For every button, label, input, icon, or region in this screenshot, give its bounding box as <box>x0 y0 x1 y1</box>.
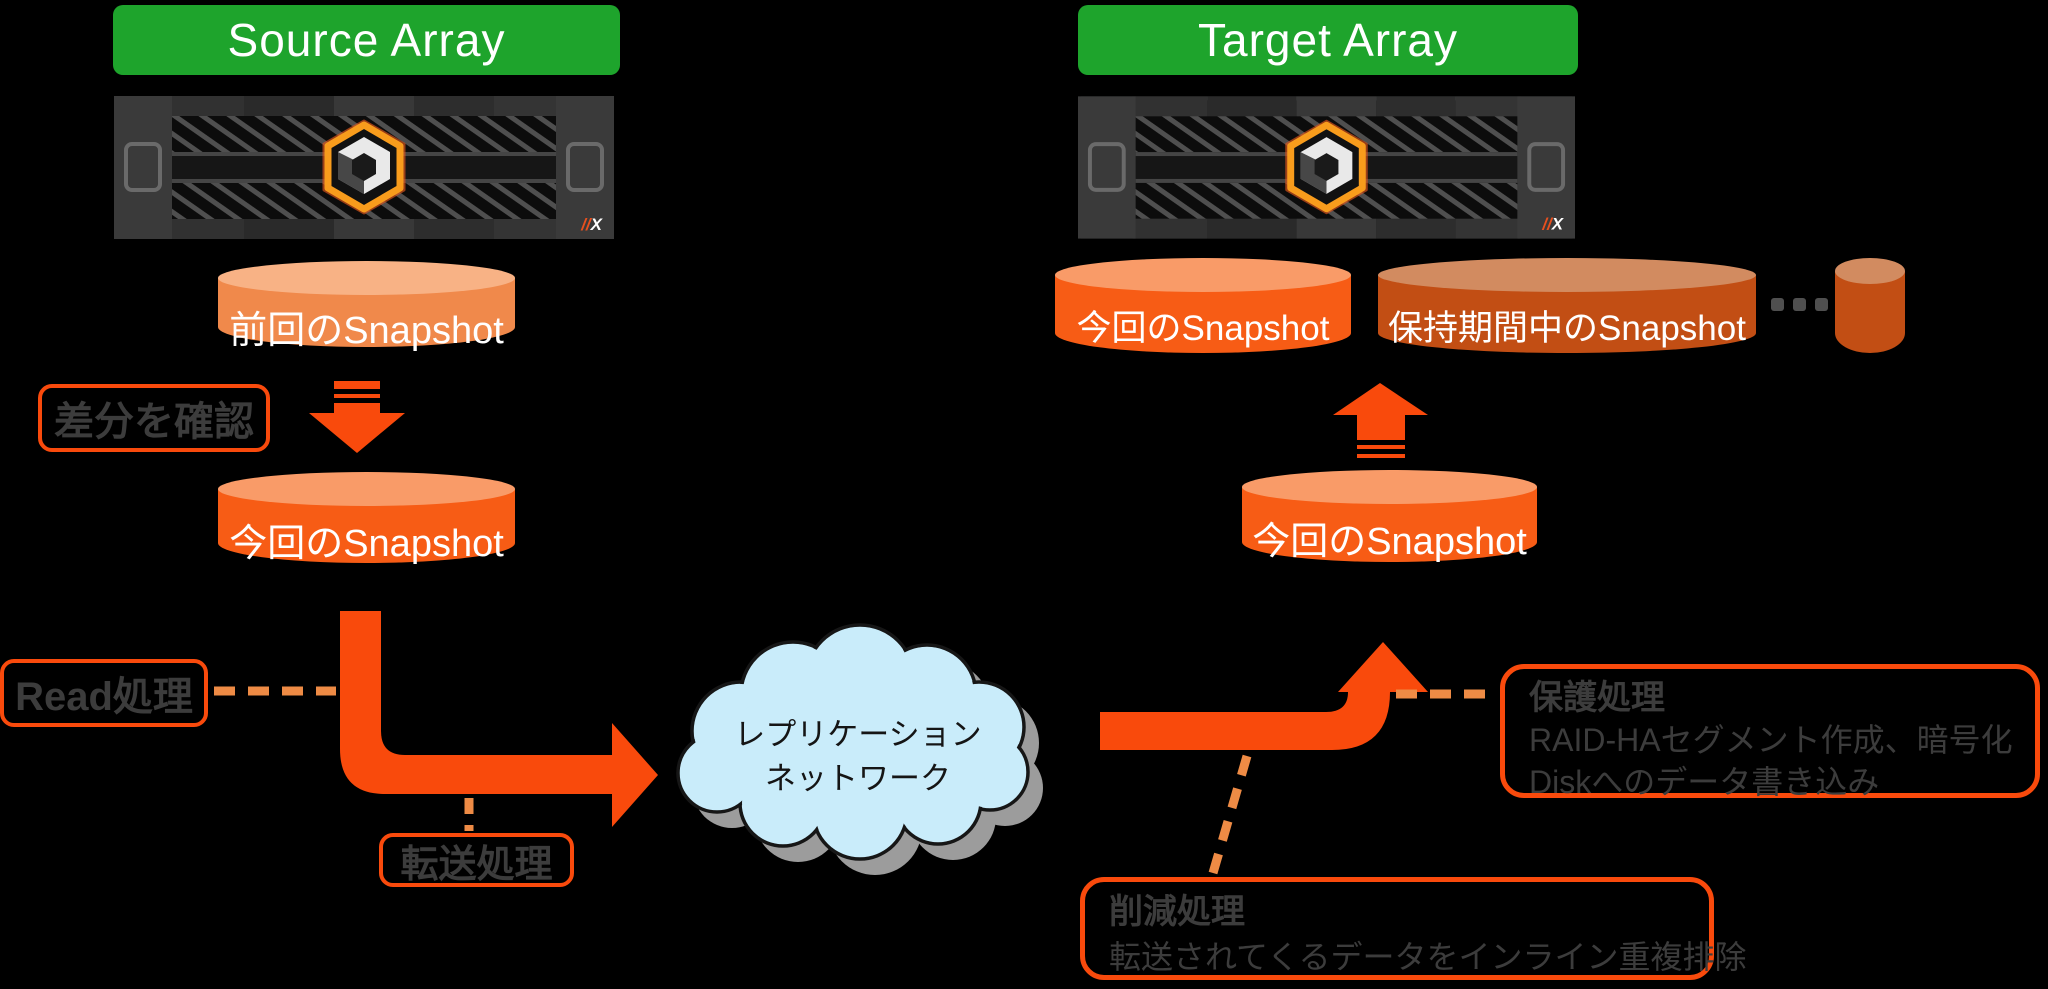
cloud-label-line1: レプリケーション <box>734 717 981 752</box>
cylinder-top <box>218 261 515 295</box>
array-model-label: //X <box>1541 215 1564 234</box>
diff-check-label: 差分を確認 <box>38 384 270 452</box>
reduce-line1: 転送されてくるデータをインライン重複排除 <box>1109 939 1747 975</box>
reduce-title: 削減処理 <box>1109 893 1245 931</box>
more-snapshot-cylinder <box>1835 258 1905 353</box>
target-array-title: Target Array <box>1198 14 1458 66</box>
source-array-header: Source Array <box>113 5 620 75</box>
transfer-label: 転送処理 <box>379 833 574 887</box>
cylinder-top <box>1242 470 1537 504</box>
cylinder-top <box>1055 258 1351 292</box>
receive-bent-arrow <box>1100 642 1428 750</box>
current-snapshot-target-label: 今回のSnapshot <box>1252 521 1527 564</box>
cylinder-top <box>218 472 515 506</box>
current-snapshot-cylinder-source: 今回のSnapshot <box>218 472 515 565</box>
read-label: Read処理 <box>0 659 208 727</box>
protect-line2: Diskへのデータ書き込み <box>1529 764 1880 800</box>
cylinder-body <box>1835 271 1905 353</box>
replication-network-cloud: レプリケーション ネットワーク <box>676 623 1043 875</box>
transfer-text: 転送処理 <box>400 843 553 886</box>
current-snapshot-cylinder-target-top: 今回のSnapshot <box>1055 258 1351 353</box>
target-array-image: //X <box>1078 96 1575 239</box>
target-array-header: Target Array <box>1078 5 1578 75</box>
source-array-image: //X <box>114 96 614 239</box>
diff-check-text: 差分を確認 <box>54 400 254 444</box>
prev-snapshot-cylinder: 前回のSnapshot <box>218 261 515 352</box>
protect-info-box: 保護処理 RAID-HAセグメント作成、暗号化 Diskへのデータ書き込み <box>1500 664 2040 800</box>
reduce-info-box: 削減処理 転送されてくるデータをインライン重複排除 <box>1080 877 1747 980</box>
store-up-arrow <box>1333 383 1428 458</box>
cylinder-top <box>1378 258 1756 292</box>
current-snapshot-label: 今回のSnapshot <box>229 523 504 566</box>
array-model-label: //X <box>580 215 603 234</box>
reduce-dashed-connector <box>1208 754 1252 875</box>
current-snapshot-top-label: 今回のSnapshot <box>1076 308 1330 348</box>
pure-storage-logo-icon <box>322 119 406 215</box>
diff-down-arrow <box>309 381 405 453</box>
read-transfer-bent-arrow <box>340 611 658 827</box>
protect-title: 保護処理 <box>1529 679 1665 717</box>
source-array-title: Source Array <box>227 14 506 66</box>
protect-line1: RAID-HAセグメント作成、暗号化 <box>1529 722 2013 758</box>
retained-snapshot-cylinder: 保持期間中のSnapshot <box>1378 258 1756 353</box>
ellipsis-icon <box>1771 298 1828 311</box>
pure-storage-logo-icon <box>1285 119 1368 215</box>
prev-snapshot-label: 前回のSnapshot <box>229 309 504 352</box>
read-text: Read処理 <box>15 675 193 719</box>
retained-snapshot-label: 保持期間中のSnapshot <box>1388 308 1746 348</box>
current-snapshot-cylinder-target: 今回のSnapshot <box>1242 470 1537 564</box>
cylinder-top <box>1835 258 1905 284</box>
cloud-label-line2: ネットワーク <box>765 761 951 796</box>
